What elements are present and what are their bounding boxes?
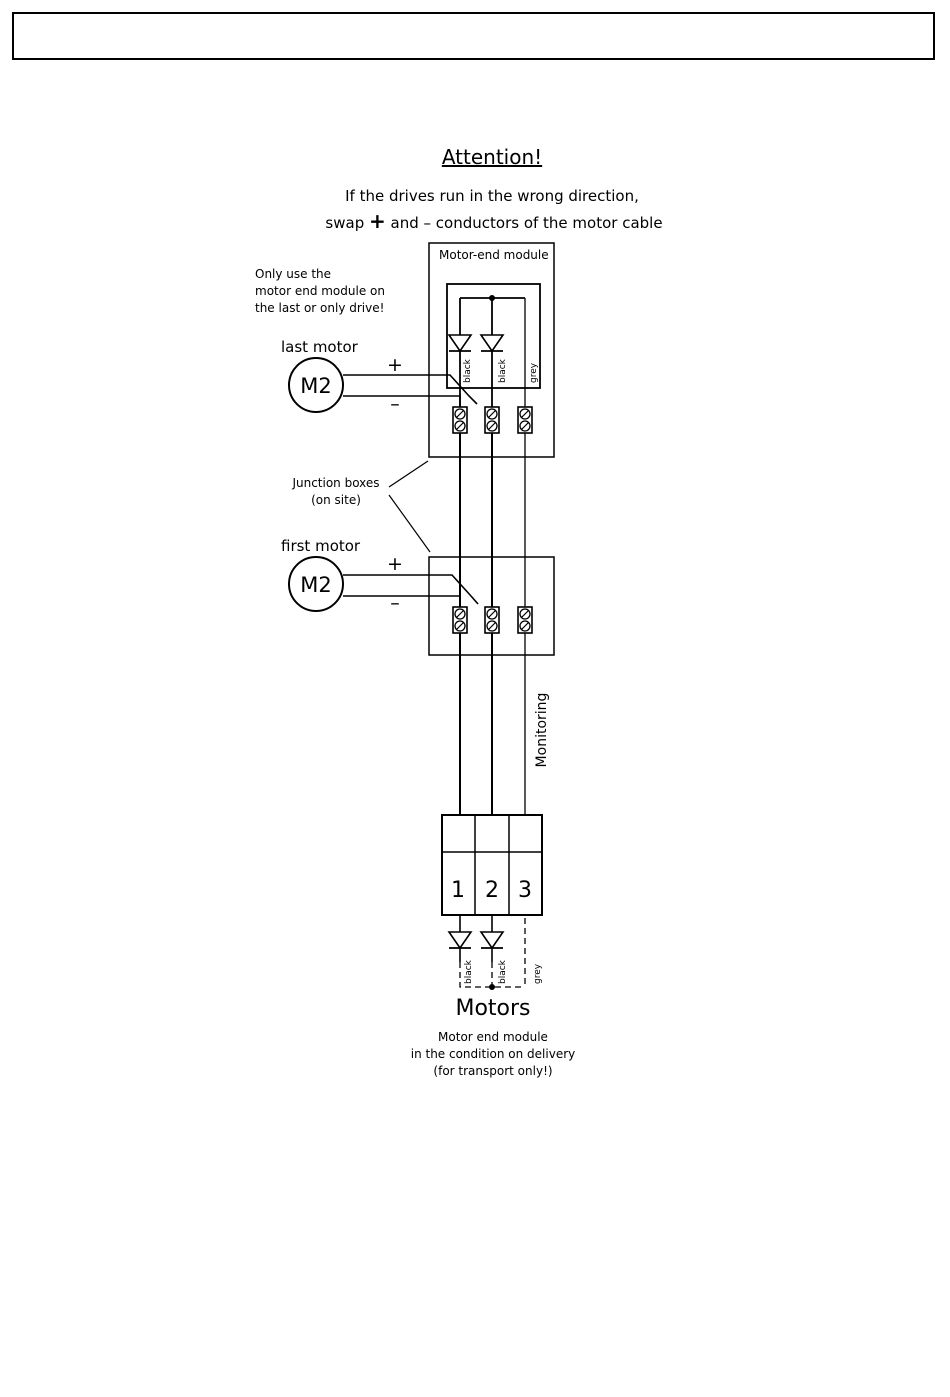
last-motor-plus-wire	[343, 374, 478, 405]
bottom-diode-1	[448, 931, 472, 949]
bottom-junction-dot	[489, 984, 495, 990]
first-motor-plus: +	[387, 553, 403, 575]
last-motor-minus: –	[390, 393, 400, 415]
note-line2: motor end module on	[255, 284, 385, 298]
motor-end-module	[446, 283, 541, 389]
junction-pointer-lower	[388, 494, 431, 553]
bottom-diode-2	[480, 931, 504, 949]
first-motor-symbol	[288, 556, 344, 612]
first-motor-minus: –	[390, 592, 400, 614]
last-motor-label: last motor	[281, 338, 359, 356]
junction-label-line2: (on site)	[311, 493, 361, 507]
module-diode-1	[448, 334, 472, 352]
instruction-line1: If the drives run in the wrong direction…	[345, 187, 639, 205]
wire-label-black-1: black	[463, 358, 473, 383]
note-line3: the last or only drive!	[255, 301, 384, 315]
first-motor-plus-wire	[343, 574, 479, 605]
monitoring-label: Monitoring	[534, 693, 550, 768]
delivery-note-line2: in the condition on delivery	[411, 1047, 576, 1061]
header-box	[12, 12, 935, 60]
note-line1: Only use the	[255, 267, 331, 281]
lower-terminal-1	[452, 606, 468, 634]
connector-terminal-2: 2	[485, 878, 499, 903]
first-motor-m2: M2	[300, 573, 331, 597]
last-motor-minus-wire	[343, 395, 461, 407]
last-motor-symbol	[288, 357, 344, 413]
attention-title: Attention!	[442, 145, 542, 169]
bottom-dashed-loop	[459, 962, 525, 988]
instruction-line2: swap + and – conductors of the motor cab…	[325, 209, 662, 233]
wire-label-black-2: black	[498, 358, 508, 383]
bottom-label-black-2: black	[498, 959, 508, 984]
delivery-note-line3: (for transport only!)	[433, 1064, 552, 1078]
bottom-label-black-1: black	[464, 959, 474, 984]
wire-label-grey: grey	[529, 362, 539, 383]
junction-pointer-upper	[388, 460, 429, 488]
delivery-note-line1: Motor end module	[438, 1030, 548, 1044]
connector-block	[441, 814, 543, 916]
last-motor-m2: M2	[300, 374, 331, 398]
motors-title: Motors	[455, 996, 530, 1021]
lower-terminal-2	[484, 606, 500, 634]
upper-terminal-1	[452, 406, 468, 434]
upper-terminal-2	[484, 406, 500, 434]
connector-terminal-3: 3	[518, 878, 532, 903]
junction-label-line1: Junction boxes	[291, 476, 379, 490]
last-motor-plus: +	[387, 354, 403, 376]
bottom-label-grey: grey	[533, 963, 543, 984]
first-motor-minus-wire	[343, 595, 461, 606]
upper-terminal-3	[517, 406, 533, 434]
first-motor-label: first motor	[281, 537, 361, 555]
module-label: Motor-end module	[439, 248, 549, 262]
connector-terminal-1: 1	[451, 878, 465, 903]
lower-terminal-3	[517, 606, 533, 634]
module-diode-2	[480, 334, 504, 352]
